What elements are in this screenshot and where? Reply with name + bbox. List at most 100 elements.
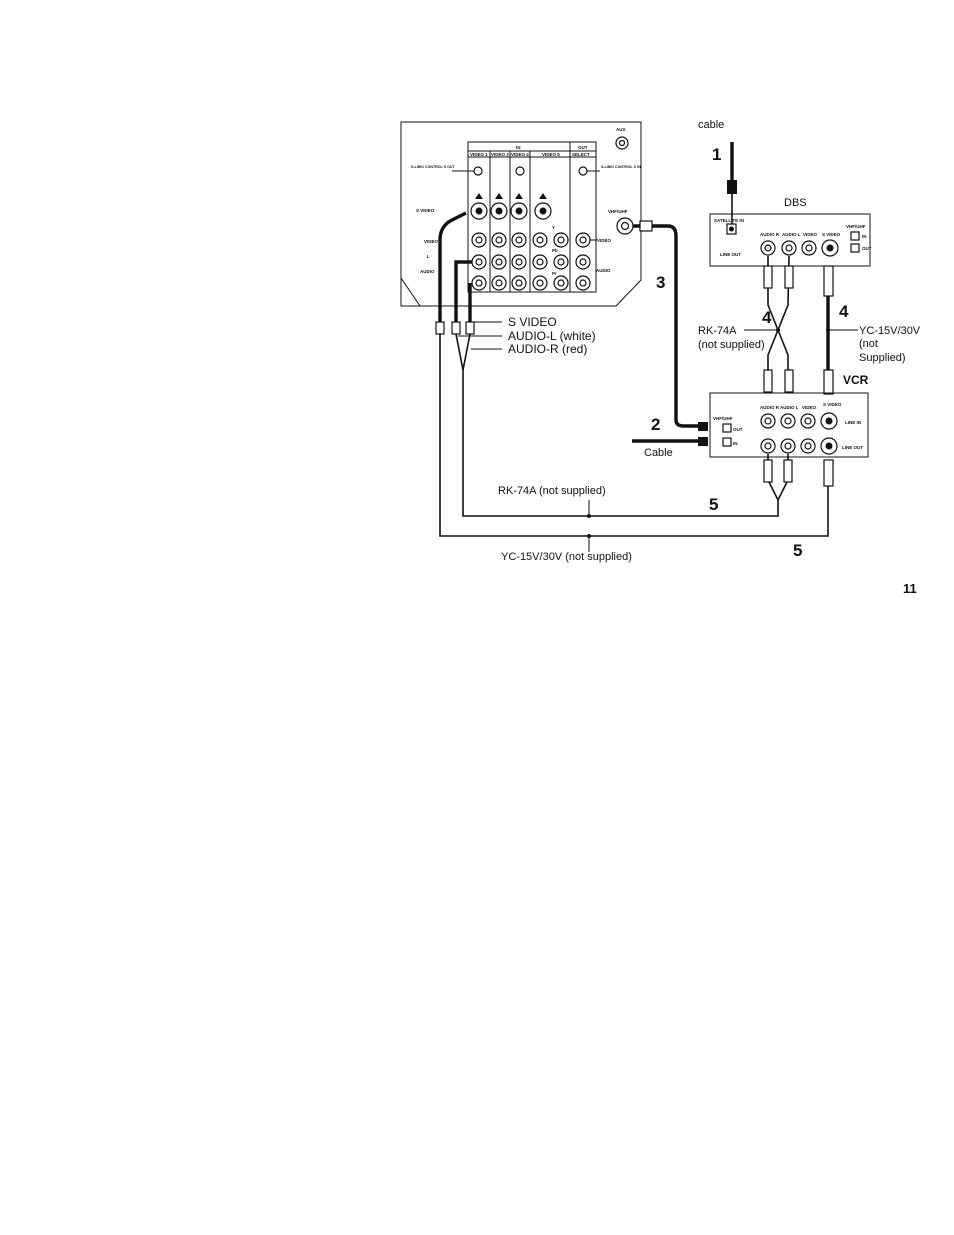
tv-video-jack-1[interactable] xyxy=(471,232,487,248)
tv-pb-label: Pb xyxy=(552,248,558,253)
vcr-out-video-jack[interactable] xyxy=(800,438,816,454)
dbs-rf-in-jack[interactable] xyxy=(850,231,860,241)
vcr-in-video-jack[interactable] xyxy=(800,413,816,429)
tv-audio-l-jacks xyxy=(471,254,591,270)
label-audio-r-red: AUDIO-R (red) xyxy=(508,342,587,356)
vcr-out-label: OUT xyxy=(733,427,743,432)
dbs-receiver: SATELLITE IN AUDIO R AUDIO L VIDEO S VID… xyxy=(709,213,872,267)
step-number-3: 3 xyxy=(656,273,665,292)
tv-video-jack-4[interactable] xyxy=(511,232,527,248)
vcr-rf-in-jack[interactable] xyxy=(722,437,732,447)
tv-pr-label: Pr xyxy=(552,271,557,276)
tv-audio-r-jack-4[interactable] xyxy=(511,275,527,291)
dbs-to-vcr-cables xyxy=(744,255,858,395)
vcr-video-label: VIDEO xyxy=(802,405,817,410)
dbs-vhf-uhf-label: VHF/UHF xyxy=(846,224,866,229)
dbs-video-label: VIDEO xyxy=(803,232,818,237)
dbs-out-label: OUT xyxy=(862,246,872,251)
tv-audio-r-jack-3[interactable] xyxy=(491,275,507,291)
tv-out-header: OUT xyxy=(578,145,588,150)
dbs-audio-l-label: AUDIO L xyxy=(782,232,801,237)
dbs-in-label: IN xyxy=(862,234,867,239)
tv-slink-in-jack[interactable] xyxy=(578,166,588,176)
tv-in-header: IN xyxy=(516,145,521,150)
dbs-line-out-label: LINE OUT xyxy=(720,252,741,257)
tv-slink-out-label: S-LINK/ CONTROL S OUT xyxy=(411,165,455,169)
vcr-in-label: IN xyxy=(733,441,738,446)
tv-audio-l-jack-4[interactable] xyxy=(511,254,527,270)
tv-slink-out-jack[interactable] xyxy=(473,166,483,176)
dbs-title: DBS xyxy=(784,197,807,209)
vcr-to-tv-cables xyxy=(587,454,834,552)
vcr-s-video-label: S VIDEO xyxy=(823,402,842,407)
tv-rear-panel: AUX IN OUT VIDEO 1 VIDEO 3 VIDEO 4 VIDEO… xyxy=(400,121,642,307)
label-s-video: S VIDEO xyxy=(508,315,557,329)
tv-col-video1: VIDEO 1 xyxy=(470,152,488,157)
vcr-vhf-uhf-label: VHF/UHF xyxy=(713,416,733,421)
tv-y-label: Y xyxy=(552,225,555,230)
tv-audio-l-jack-5a[interactable] xyxy=(532,254,548,270)
tv-audio-l-jack-1[interactable] xyxy=(471,254,487,270)
tv-slink-in-label: S-LINK/ CONTROL S IN xyxy=(601,165,641,169)
tv-video-jack-5a[interactable] xyxy=(532,232,548,248)
tv-aux-jack[interactable] xyxy=(615,136,629,150)
tv-vhf-uhf-jack[interactable] xyxy=(616,217,634,235)
tv-col-video3: VIDEO 3 xyxy=(491,152,509,157)
dbs-audio-l-jack[interactable] xyxy=(781,240,797,256)
tv-audio-r-out-jack[interactable] xyxy=(575,275,591,291)
dbs-satellite-in-label: SATELLITE IN xyxy=(714,218,744,223)
vcr-in-audio-l-jack[interactable] xyxy=(780,413,796,429)
page-number: 11 xyxy=(903,581,917,596)
tv-svideo-jacks xyxy=(470,193,552,220)
step-number-5-lower: 5 xyxy=(793,541,802,560)
tv-video-jack-3[interactable] xyxy=(491,232,507,248)
step-number-5-upper: 5 xyxy=(709,495,718,514)
vcr-line-out-label: LINE OUT xyxy=(842,445,863,450)
tv-input-cables xyxy=(435,211,829,537)
tv-vhf-uhf-label: VHF/UHF xyxy=(608,209,628,214)
tv-audio-row-label: AUDIO xyxy=(420,269,435,274)
label-rk74a-bottom: RK-74A (not supplied) xyxy=(498,485,606,497)
label-yc-2: (not xyxy=(859,338,878,350)
tv-audio-r-jacks xyxy=(471,275,591,291)
tv-col-select: SELECT xyxy=(572,152,590,157)
tv-slink-mid-jack[interactable] xyxy=(515,166,525,176)
vcr-unit: AUDIO R AUDIO L VIDEO S VIDEO LINE IN LI… xyxy=(709,392,869,458)
tv-l-label: L xyxy=(427,254,430,259)
dbs-audio-r-label: AUDIO R xyxy=(760,232,780,237)
tv-video-row-label: VIDEO xyxy=(424,239,439,244)
tv-audio-out-label: AUDIO xyxy=(596,268,611,273)
tv-audio-l-out-jack[interactable] xyxy=(575,254,591,270)
step-number-1: 1 xyxy=(712,145,721,164)
vcr-out-audio-r-jack[interactable] xyxy=(760,438,776,454)
tv-input-grid xyxy=(467,141,597,293)
dbs-video-jack[interactable] xyxy=(801,240,817,256)
dbs-audio-r-jack[interactable] xyxy=(760,240,776,256)
vcr-audio-r-label: AUDIO R xyxy=(760,405,780,410)
vcr-audio-l-label: AUDIO L xyxy=(780,405,799,410)
tv-audio-r-jack-5a[interactable] xyxy=(532,275,548,291)
tv-video-out-jack[interactable] xyxy=(575,232,591,248)
step1-cable xyxy=(727,142,737,224)
vcr-in-audio-r-jack[interactable] xyxy=(760,413,776,429)
tv-pr-jack[interactable] xyxy=(553,275,569,291)
tv-svideo-row-label: S VIDEO xyxy=(416,208,435,213)
vcr-rf-out-jack[interactable] xyxy=(722,423,732,433)
tv-aux-label: AUX xyxy=(616,127,626,132)
tv-audio-l-jack-3[interactable] xyxy=(491,254,507,270)
dbs-rf-out-jack[interactable] xyxy=(850,243,860,253)
tv-audio-r-jack-1[interactable] xyxy=(471,275,487,291)
label-cable-top: cable xyxy=(698,119,724,131)
step-number-4-left: 4 xyxy=(762,308,772,327)
label-yc-1: YC-15V/30V xyxy=(859,325,921,337)
label-rk74a-1: RK-74A xyxy=(698,325,737,337)
vcr-title: VCR xyxy=(843,373,869,387)
vcr-out-audio-l-jack[interactable] xyxy=(780,438,796,454)
tv-video-jack-5y[interactable] xyxy=(553,232,569,248)
dbs-s-video-label: S VIDEO xyxy=(822,232,841,237)
label-cable-bottom: Cable xyxy=(644,447,673,459)
label-audio-l-white: AUDIO-L (white) xyxy=(508,329,596,343)
tv-pb-jack[interactable] xyxy=(553,254,569,270)
rf-cables xyxy=(632,220,708,446)
tv-col-video4: VIDEO 4 xyxy=(511,152,529,157)
